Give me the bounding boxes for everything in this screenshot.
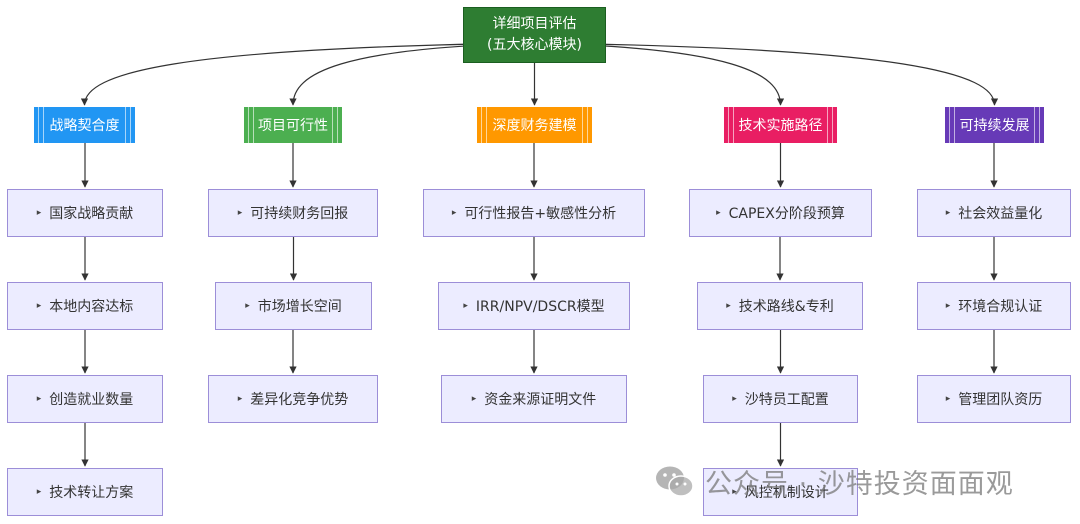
- leaf-label: 本地内容达标: [49, 299, 134, 315]
- watermark-text: 公众号 · 沙特投资面面观: [705, 469, 1014, 500]
- triangle-bullet-icon: ▸: [945, 394, 951, 404]
- leaf-node: ▸ 国家战略贡献: [7, 189, 163, 237]
- leaf-label: 风控机制设计: [744, 485, 829, 501]
- triangle-bullet-icon: ▸: [451, 208, 457, 218]
- category-title: 项目可行性: [258, 118, 328, 134]
- triangle-bullet-icon: ▸: [716, 208, 721, 218]
- triangle-bullet-icon: ▸: [36, 208, 42, 218]
- leaf-label: CAPEX分阶段预算: [728, 206, 845, 222]
- root-node: 详细项目评估 (五大核心模块): [463, 7, 606, 63]
- root-title: 详细项目评估: [492, 16, 577, 32]
- watermark: 公众号 · 沙特投资面面观: [655, 462, 1014, 501]
- leaf-node: ▸ 技术路线&专利: [697, 282, 863, 330]
- leaf-label: 创造就业数量: [49, 392, 134, 408]
- leaf-node: ▸ 沙特员工配置: [703, 375, 858, 423]
- triangle-bullet-icon: ▸: [36, 487, 42, 497]
- triangle-bullet-icon: ▸: [732, 487, 737, 497]
- category-title: 技术实施路径: [738, 118, 823, 134]
- leaf-label: 市场增长空间: [257, 299, 342, 315]
- category-title: 深度财务建模: [492, 118, 577, 134]
- category-node-5: 可持续发展: [945, 107, 1044, 143]
- leaf-node: ▸ 创造就业数量: [7, 375, 163, 423]
- leaf-node: ▸ CAPEX分阶段预算: [689, 189, 872, 237]
- leaf-label: 管理团队资历: [958, 392, 1043, 408]
- category-node-3: 深度财务建模: [477, 107, 592, 143]
- category-node-2: 项目可行性: [244, 107, 342, 143]
- leaf-label: 资金来源证明文件: [484, 392, 597, 408]
- leaf-node: ▸ 环境合规认证: [917, 282, 1071, 330]
- leaf-node: ▸ 资金来源证明文件: [441, 375, 627, 423]
- triangle-bullet-icon: ▸: [732, 394, 737, 404]
- leaf-label: 可持续财务回报: [250, 206, 349, 222]
- leaf-node: ▸ 市场增长空间: [215, 282, 372, 330]
- triangle-bullet-icon: ▸: [36, 301, 42, 311]
- wechat-icon: [656, 466, 694, 497]
- leaf-label: 社会效益量化: [958, 206, 1043, 222]
- leaf-node: ▸ IRR/NPV/DSCR模型: [438, 282, 630, 330]
- triangle-bullet-icon: ▸: [36, 394, 42, 404]
- triangle-bullet-icon: ▸: [245, 301, 250, 311]
- leaf-node: ▸ 风控机制设计: [703, 468, 858, 516]
- leaf-label: 差异化竞争优势: [250, 392, 349, 408]
- triangle-bullet-icon: ▸: [237, 394, 243, 404]
- category-title: 战略契合度: [49, 118, 120, 134]
- leaf-node: ▸ 社会效益量化: [917, 189, 1071, 237]
- leaf-label: 技术路线&专利: [738, 299, 834, 315]
- leaf-node: ▸ 本地内容达标: [7, 282, 163, 330]
- root-subtitle: (五大核心模块): [487, 37, 582, 53]
- triangle-bullet-icon: ▸: [945, 208, 951, 218]
- category-node-4: 技术实施路径: [724, 107, 837, 143]
- leaf-label: 可行性报告+敏感性分析: [464, 206, 617, 222]
- leaf-label: 环境合规认证: [958, 299, 1043, 315]
- triangle-bullet-icon: ▸: [726, 301, 731, 311]
- leaf-node: ▸ 差异化竞争优势: [208, 375, 378, 423]
- leaf-label: 技术转让方案: [49, 485, 134, 501]
- edge-root-to-category-1: [80, 42, 535, 106]
- leaf-node: ▸ 可行性报告+敏感性分析: [423, 189, 645, 237]
- triangle-bullet-icon: ▸: [945, 301, 951, 311]
- triangle-bullet-icon: ▸: [463, 301, 468, 311]
- triangle-bullet-icon: ▸: [237, 208, 243, 218]
- leaf-node: ▸ 可持续财务回报: [208, 189, 378, 237]
- category-node-1: 战略契合度: [34, 107, 135, 143]
- leaf-node: ▸ 技术转让方案: [7, 468, 163, 516]
- leaf-node: ▸ 管理团队资历: [917, 375, 1071, 423]
- leaf-label: 国家战略贡献: [49, 206, 134, 222]
- edge-root-to-category-5: [534, 42, 999, 106]
- leaf-label: IRR/NPV/DSCR模型: [475, 299, 605, 315]
- triangle-bullet-icon: ▸: [471, 394, 477, 404]
- leaf-label: 沙特员工配置: [744, 392, 829, 408]
- category-title: 可持续发展: [959, 118, 1030, 134]
